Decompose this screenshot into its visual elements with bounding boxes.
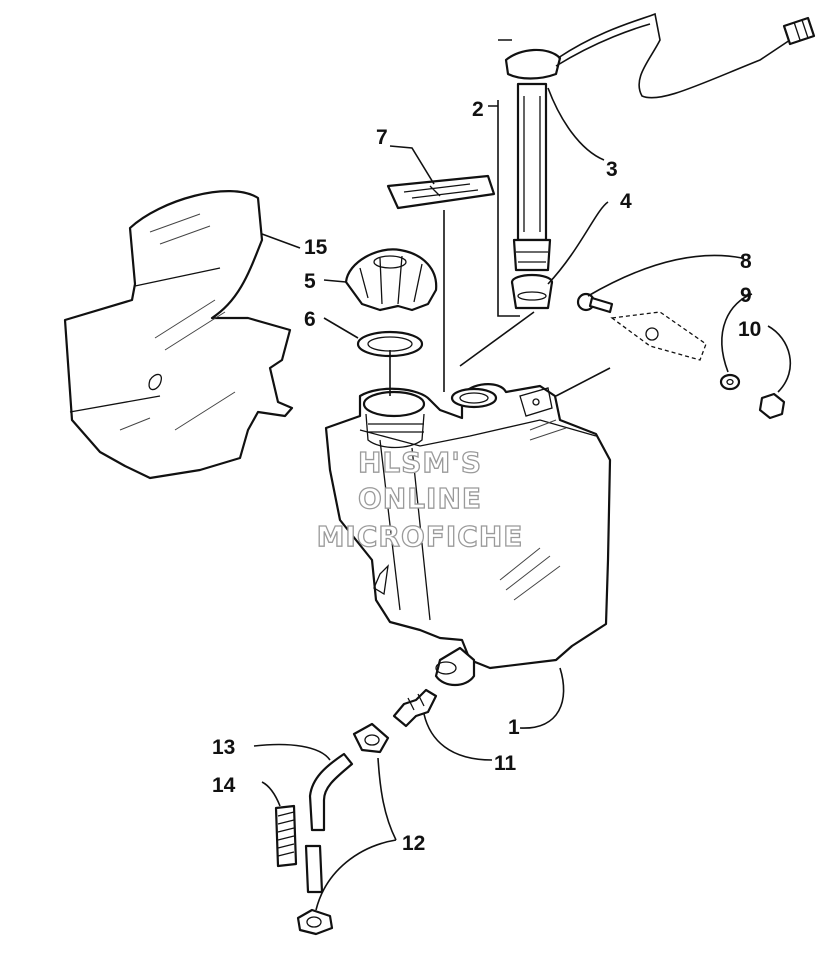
watermark-line-2: ONLINE <box>358 482 482 515</box>
watermark-line-3: MICROFICHE <box>317 520 524 553</box>
callout-7[interactable]: 7 <box>376 126 388 149</box>
part-1-fuel-tank <box>324 383 612 687</box>
callout-9[interactable]: 9 <box>740 284 752 307</box>
part-10-nut <box>758 392 786 420</box>
part-15-shield-panel <box>63 190 294 480</box>
part-14-spring <box>274 804 298 868</box>
leader-lines <box>253 39 792 911</box>
part-12-clamp-upper <box>352 722 390 754</box>
part-12-clamp-lower <box>296 908 334 936</box>
callout-13[interactable]: 13 <box>212 736 235 759</box>
callout-8[interactable]: 8 <box>740 250 752 273</box>
callout-3[interactable]: 3 <box>606 158 618 181</box>
callout-6[interactable]: 6 <box>304 308 316 331</box>
callout-2[interactable]: 2 <box>472 98 484 121</box>
part-3-fuel-level-sender <box>504 12 816 272</box>
callout-4[interactable]: 4 <box>620 190 632 213</box>
callout-5[interactable]: 5 <box>304 270 316 293</box>
part-5-filler-cap <box>344 248 438 312</box>
callout-15[interactable]: 15 <box>304 236 328 259</box>
watermark: HLSM'S ONLINE MICROFICHE <box>316 445 524 553</box>
part-7-decal-label <box>386 174 496 210</box>
bracket-outline <box>610 311 707 361</box>
part-4-grommet <box>510 273 554 310</box>
callout-labels: 1 2 3 4 5 6 7 8 9 10 11 12 13 14 15 <box>212 98 761 855</box>
callout-12[interactable]: 12 <box>402 832 425 855</box>
callout-10[interactable]: 10 <box>738 318 761 341</box>
callout-14[interactable]: 14 <box>212 774 236 797</box>
part-8-bolt <box>576 292 614 314</box>
watermark-line-1: HLSM'S <box>358 446 482 479</box>
callout-11[interactable]: 11 <box>494 752 517 775</box>
part-9-washer <box>719 373 741 391</box>
part-13-hose <box>304 752 354 894</box>
part-11-fitting <box>392 688 438 728</box>
callout-1[interactable]: 1 <box>508 716 520 739</box>
